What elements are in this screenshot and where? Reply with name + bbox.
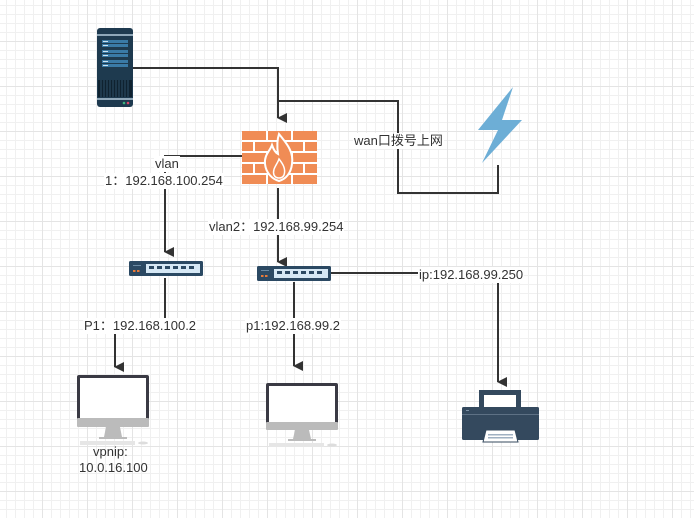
edge-firewall-internet[interactable] [278,100,499,194]
desktop-computer-icon[interactable] [266,383,338,447]
p1-right-label: p1:192.168.99.2 [245,318,341,334]
vpnip-label-line2: 10.0.16.100 [79,460,148,475]
firewall-icon[interactable] [242,131,317,184]
server-icon[interactable] [97,28,133,107]
vlan1-label-line2: 1：192.168.100.254 [104,173,224,189]
switch-icon[interactable] [129,261,203,276]
vlan1-label-line1: vlan [154,156,180,172]
vlan2-label: vlan2：192.168.99.254 [208,219,345,235]
wan-label: wan口拨号上网 [353,133,444,149]
printer-icon[interactable] [462,390,539,443]
edge-server-firewall[interactable] [133,67,287,123]
desktop-computer-icon[interactable] [77,375,149,445]
switch-icon[interactable] [257,266,331,281]
lightning-icon[interactable] [478,87,522,163]
edge-switch-right-printer[interactable] [331,272,507,387]
printer-ip-label: ip:192.168.99.250 [418,267,525,283]
p1-left-label: P1：192.168.100.2 [83,318,198,334]
vpnip-label-line1: vpnip: [93,444,128,459]
